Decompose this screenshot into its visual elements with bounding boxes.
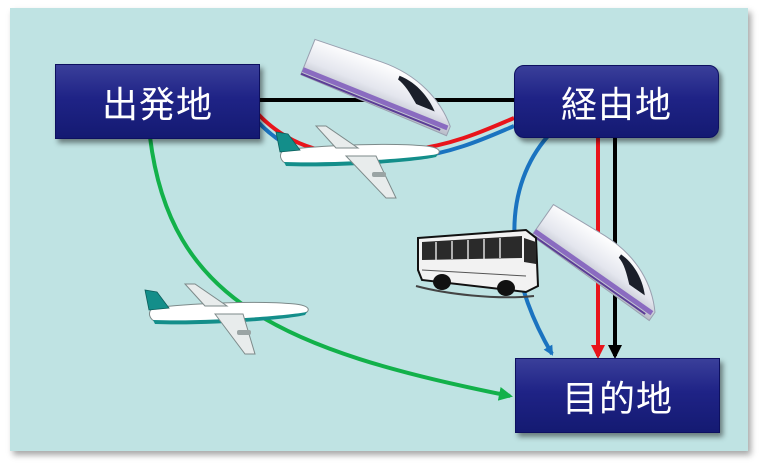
- train-icon: [530, 203, 656, 322]
- airplane-icon: [275, 125, 440, 199]
- train-icon: [300, 38, 451, 137]
- node-via: 経由地: [514, 65, 719, 138]
- node-start: 出発地: [55, 64, 260, 139]
- bus-icon: [415, 228, 540, 299]
- airplane-icon: [144, 283, 309, 355]
- node-destination: 目的地: [515, 358, 720, 433]
